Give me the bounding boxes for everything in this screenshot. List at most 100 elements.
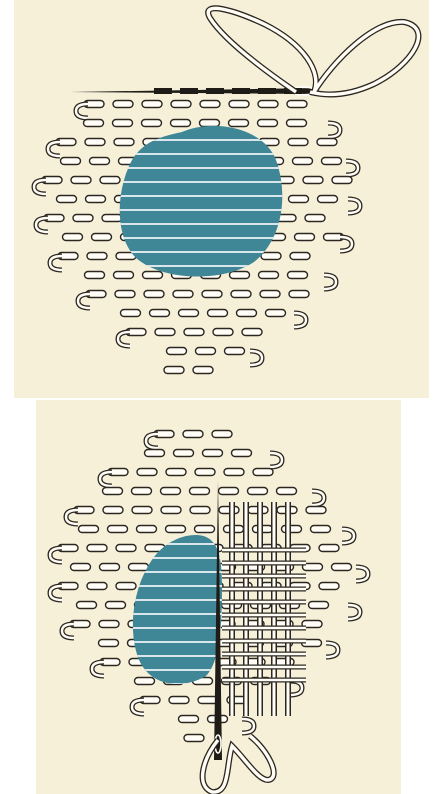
- stitch: [232, 450, 252, 457]
- stitch: [309, 602, 329, 609]
- stitch: [71, 177, 91, 184]
- stitch: [193, 367, 213, 374]
- stitch: [219, 488, 239, 495]
- stitch: [232, 88, 250, 94]
- stitch: [129, 564, 149, 571]
- stitch: [206, 88, 224, 94]
- stitch: [161, 488, 181, 495]
- stitch: [332, 177, 352, 184]
- stitch: [145, 450, 165, 457]
- stitch: [161, 507, 181, 514]
- stitch: [167, 348, 187, 355]
- stitch: [319, 583, 339, 590]
- stitch: [73, 215, 93, 222]
- stitch: [108, 526, 128, 533]
- stitch: [195, 526, 215, 533]
- stitch: [132, 488, 152, 495]
- figure-top-illustration: [14, 0, 429, 398]
- stitch: [213, 329, 233, 336]
- stitch: [164, 367, 184, 374]
- stitch: [288, 139, 308, 146]
- stitch: [100, 177, 120, 184]
- stitch: [114, 139, 134, 146]
- stitch: [200, 101, 220, 108]
- stitch: [258, 120, 278, 127]
- stitch: [195, 469, 215, 476]
- stitch: [166, 469, 186, 476]
- stitch: [173, 291, 193, 298]
- stitch: [79, 526, 99, 533]
- stitch: [293, 158, 313, 165]
- stitch: [86, 196, 106, 203]
- stitch: [57, 196, 77, 203]
- stitch: [113, 120, 133, 127]
- figure-top: [14, 0, 429, 398]
- stitch: [142, 101, 162, 108]
- stitch: [63, 234, 83, 241]
- stitch: [212, 431, 232, 438]
- stitch: [103, 488, 123, 495]
- stitch: [121, 310, 141, 317]
- stitch: [61, 158, 81, 165]
- stitch: [135, 678, 155, 685]
- stitch: [180, 88, 198, 94]
- stitch: [261, 253, 281, 260]
- stitch: [166, 526, 186, 533]
- stitch: [190, 507, 210, 514]
- stitch: [242, 329, 262, 336]
- stitch: [77, 602, 97, 609]
- stitch: [266, 310, 286, 317]
- stitch: [85, 139, 105, 146]
- stitch: [196, 348, 216, 355]
- stitch: [190, 488, 210, 495]
- stitch: [100, 564, 120, 571]
- stitch: [179, 310, 199, 317]
- figure-bottom-illustration: [36, 400, 401, 794]
- stitch: [183, 431, 203, 438]
- stitch: [143, 272, 163, 279]
- stitch: [71, 564, 91, 571]
- stitch: [319, 545, 339, 552]
- stitch: [311, 526, 331, 533]
- stitch: [144, 291, 164, 298]
- hole: [120, 126, 283, 277]
- stitch: [305, 215, 325, 222]
- stitch: [290, 253, 310, 260]
- stitch: [253, 469, 273, 476]
- stitch: [154, 88, 172, 94]
- stitch: [90, 158, 110, 165]
- stitch: [317, 139, 337, 146]
- stitch: [229, 101, 249, 108]
- stitch: [318, 196, 338, 203]
- stitch: [99, 640, 119, 647]
- stitch: [116, 545, 136, 552]
- stitch: [114, 272, 134, 279]
- stitch: [200, 120, 220, 127]
- stitch: [87, 253, 107, 260]
- stitch: [260, 291, 280, 298]
- stitch: [287, 120, 307, 127]
- stitch: [295, 234, 315, 241]
- stitch: [87, 583, 107, 590]
- stitch: [84, 120, 104, 127]
- stitch: [115, 291, 135, 298]
- stitch: [169, 697, 189, 704]
- stitch: [92, 234, 112, 241]
- stitch: [237, 310, 257, 317]
- stitch: [171, 101, 191, 108]
- stitch: [137, 526, 157, 533]
- stitch: [132, 507, 152, 514]
- stitch: [229, 120, 249, 127]
- stitch: [203, 450, 223, 457]
- stitch: [150, 310, 170, 317]
- stitch: [277, 488, 297, 495]
- stitch: [179, 716, 199, 723]
- stitch: [248, 488, 268, 495]
- stitch: [332, 564, 352, 571]
- stitch: [202, 291, 222, 298]
- stitch: [231, 291, 251, 298]
- needle-icon: [70, 87, 316, 95]
- stitch: [87, 545, 107, 552]
- stitch: [322, 158, 342, 165]
- stitch: [113, 101, 133, 108]
